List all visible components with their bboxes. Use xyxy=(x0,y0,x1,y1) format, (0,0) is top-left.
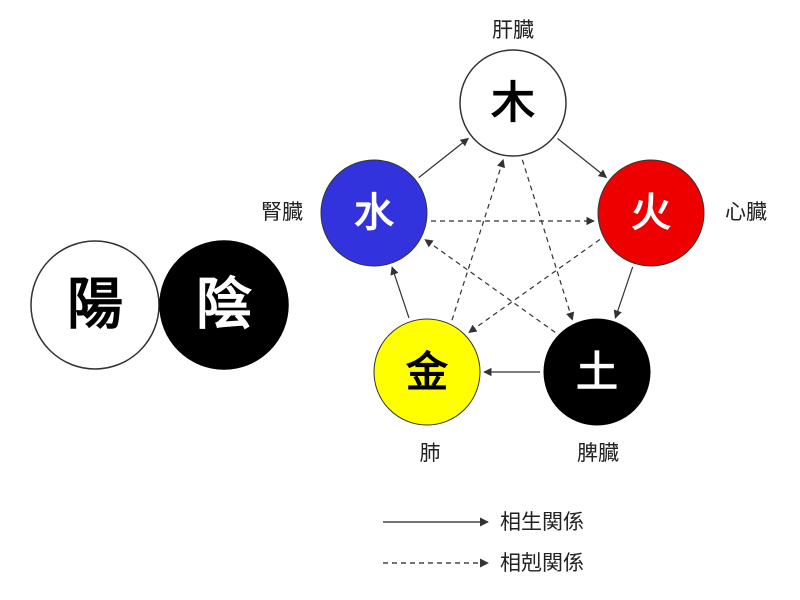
controlling-arrow-metal-to-wood xyxy=(451,158,505,321)
element-fire: 火 心臓 xyxy=(597,159,767,267)
earth-circle xyxy=(543,318,651,426)
generating-arrow-metal-to-water xyxy=(390,266,410,319)
earth-char: 土 xyxy=(576,348,618,397)
legend-controlling-label: 相剋関係 xyxy=(500,551,584,575)
fire-organ-label: 心臓 xyxy=(725,200,767,224)
legend: 相生関係 相剋関係 xyxy=(383,510,584,575)
yang-circle-group: 陽 xyxy=(30,240,160,370)
water-circle xyxy=(320,159,428,267)
controlling-arrow-fire-to-metal xyxy=(468,238,601,333)
element-water: 水 腎臓 xyxy=(261,159,428,267)
generating-arrow-fire-to-earth xyxy=(613,266,634,319)
water-organ-label: 腎臓 xyxy=(261,200,303,224)
yang-circle xyxy=(30,240,160,370)
wood-char: 木 xyxy=(491,78,535,129)
metal-organ-label: 肺 xyxy=(420,441,441,465)
wood-circle xyxy=(459,49,567,157)
yin-circle-group: 陰 xyxy=(159,240,289,370)
fire-circle xyxy=(597,159,705,267)
relation-arrows xyxy=(390,137,634,377)
controlling-arrow-earth-to-water xyxy=(424,239,556,333)
fire-char: 火 xyxy=(631,190,671,236)
legend-generating-label: 相生関係 xyxy=(500,510,584,534)
yang-label: 陽 xyxy=(67,273,123,338)
wood-organ-label: 肝臓 xyxy=(492,18,534,42)
water-char: 水 xyxy=(354,190,395,236)
element-wood: 木 肝臓 xyxy=(459,18,567,157)
generating-arrow-water-to-wood xyxy=(418,137,469,179)
controlling-arrow-wood-to-earth xyxy=(521,159,575,321)
yin-circle xyxy=(159,240,289,370)
element-earth: 土 脾臓 xyxy=(543,318,651,465)
earth-organ-label: 脾臓 xyxy=(577,441,619,465)
element-metal: 金 肺 xyxy=(373,318,481,465)
metal-char: 金 xyxy=(405,348,449,397)
metal-circle xyxy=(373,318,481,426)
yin-label: 陰 xyxy=(196,273,252,338)
generating-arrow-wood-to-fire xyxy=(557,138,608,178)
